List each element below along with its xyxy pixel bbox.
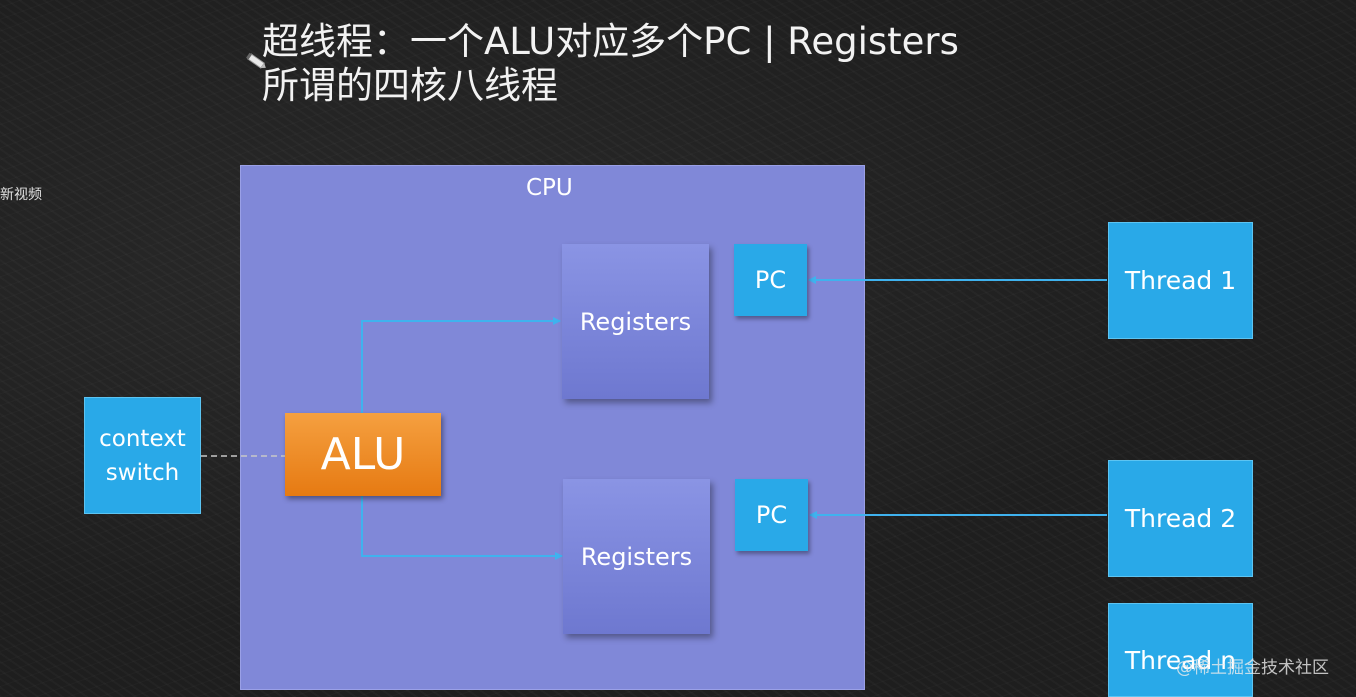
slide-title-line2: 所谓的四核八线程: [262, 64, 558, 107]
registers-top: Registers: [562, 244, 709, 399]
context-switch-line2: switch: [105, 459, 180, 486]
slide-title-line1: 超线程：一个ALU对应多个PC | Registers: [262, 20, 959, 63]
pc-top: PC: [734, 244, 807, 316]
pc-bottom: PC: [735, 479, 808, 551]
pencil-cursor-icon: [244, 52, 268, 70]
thread-2-box: Thread 2: [1108, 460, 1253, 577]
thread-n-box: Thread n: [1108, 603, 1253, 697]
watermark-text: @稀土掘金技术社区: [1176, 658, 1329, 678]
alu-box: ALU: [285, 413, 441, 496]
registers-bottom: Registers: [563, 479, 710, 634]
side-text: 新视频: [0, 187, 42, 203]
thread-1-box: Thread 1: [1108, 222, 1253, 339]
context-switch-line1: context: [99, 425, 186, 452]
context-switch-box: context switch: [84, 397, 201, 514]
cpu-label: CPU: [526, 175, 573, 201]
